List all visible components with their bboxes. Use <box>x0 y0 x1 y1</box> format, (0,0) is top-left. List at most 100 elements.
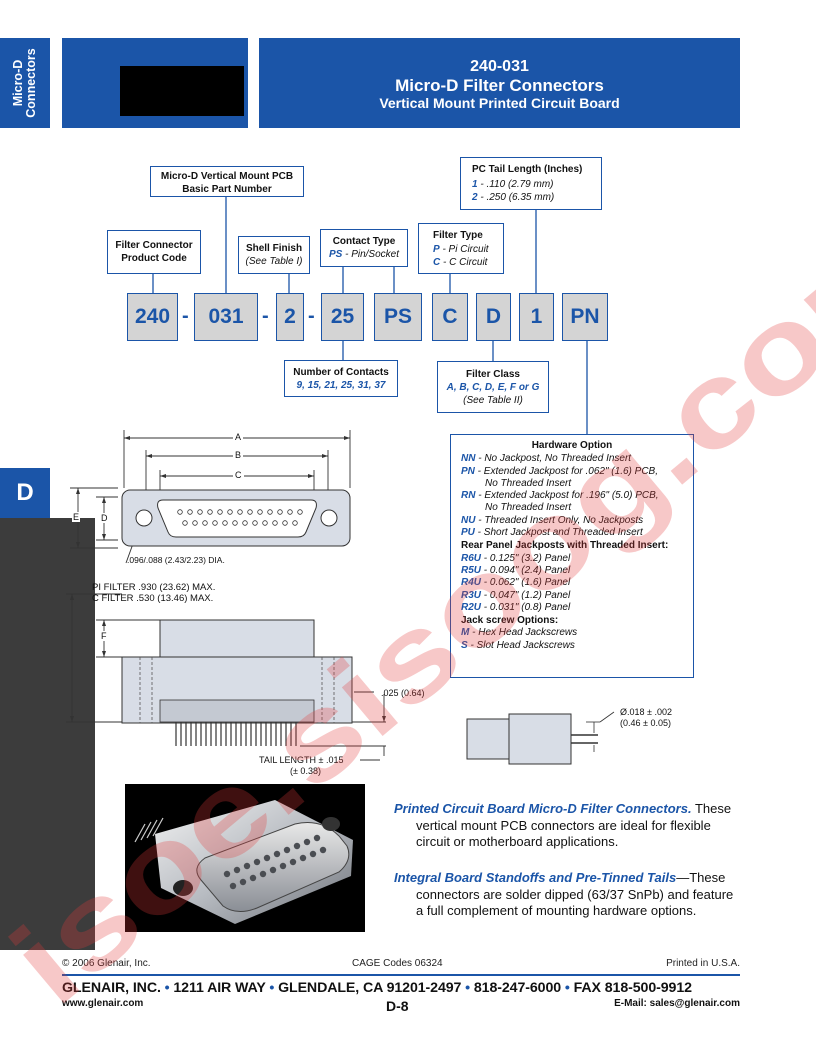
hardware-option-title: Hardware Option <box>531 440 613 451</box>
copyright: © 2006 Glenair, Inc. <box>62 958 151 969</box>
filter-type-text-c: - C Circuit <box>440 257 488 268</box>
pn-box-hardware: PN <box>562 293 608 341</box>
tail-length-code-1: 1 <box>472 179 478 190</box>
hardware-code: RN <box>461 490 476 502</box>
hardware-opt-r3u: R3U - 0.047" (1.2) Panel <box>461 590 683 602</box>
pn-box-product-code: 240 <box>127 293 178 341</box>
tail-length-text-2: - .250 (6.35 mm) <box>477 192 555 203</box>
company-contact-line: GLENAIR, INC. • 1211 AIR WAY • GLENDALE,… <box>62 980 740 996</box>
callout-shell-finish: Shell Finish (See Table I) <box>238 236 310 274</box>
pn-separator: - <box>262 305 269 327</box>
company-name: GLENAIR, INC. <box>62 980 161 996</box>
tail-length-tolerance: TAIL LENGTH ± .015 <box>259 755 344 765</box>
hardware-opt-s: S - Slot Head Jackscrews <box>461 640 683 652</box>
callout-contact-type: Contact Type PS - Pin/Socket <box>320 229 408 267</box>
hardware-opt-r6u: R6U - 0.125" (3.2) Panel <box>461 553 683 565</box>
dim-label-e: E <box>72 512 81 522</box>
hardware-opt-m: M - Hex Head Jackscrews <box>461 627 683 639</box>
pn-box-shell-finish: 2 <box>276 293 304 341</box>
bullet-separator: • <box>564 980 570 996</box>
connector-photo-illustration <box>134 800 353 924</box>
hardware-opt-r4u: R4U - 0.062" (1.6) Panel <box>461 577 683 589</box>
pin-diameter-mm: (0.46 ± 0.05) <box>620 718 671 728</box>
hardware-code: PU <box>461 527 475 539</box>
callout-basic-part-number: Micro-D Vertical Mount PCB Basic Part Nu… <box>150 166 304 197</box>
footer-rule <box>62 974 740 976</box>
description-paragraph-2: Integral Board Standoffs and Pre-Tinned … <box>394 870 744 920</box>
hardware-text: - Slot Head Jackscrews <box>467 639 575 651</box>
description-paragraph-1: Printed Circuit Board Micro-D Filter Con… <box>394 801 744 851</box>
hardware-opt-pu: PU - Short Jackpost and Threaded Insert <box>461 527 683 539</box>
page-title: Micro-D Filter Connectors <box>395 76 604 95</box>
hardware-jackscrew-title: Jack screw Options: <box>461 615 559 627</box>
bullet-separator: • <box>164 980 170 996</box>
c-filter-height: C FILTER .530 (13.46) MAX. <box>92 593 214 604</box>
hardware-code: S <box>461 639 468 651</box>
product-series-code: 240-031 <box>470 58 529 75</box>
hardware-opt-nu: NU - Threaded Insert Only, No Jackposts <box>461 515 683 527</box>
contact-type-code: PS <box>328 249 343 260</box>
callout-contacts-title: Number of Contacts <box>293 367 389 378</box>
callout-shell-finish-note: (See Table I) <box>245 256 303 267</box>
printed-in: Printed in U.S.A. <box>666 958 740 969</box>
hardware-text: - 0.094" (2.4) Panel <box>481 564 571 576</box>
callout-product-code: Filter Connector Product Code <box>107 230 201 274</box>
header-title-panel: 240-031 Micro-D Filter Connectors Vertic… <box>259 38 740 128</box>
company-phone: 818-247-6000 <box>473 980 562 996</box>
dim-label-c: C <box>233 470 244 480</box>
callout-filter-type: Filter Type P - Pi Circuit C - C Circuit <box>418 223 504 274</box>
hardware-text: - 0.031" (0.8) Panel <box>481 601 571 613</box>
website-link[interactable]: www.glenair.com <box>62 998 144 1009</box>
callout-number-of-contacts: Number of Contacts 9, 15, 21, 25, 31, 37 <box>284 360 398 397</box>
hardware-text: - Extended Jackpost for .062" (1.6) PCB, <box>474 465 658 477</box>
callout-product-code-title1: Filter Connector <box>115 240 193 251</box>
hardware-opt-r2u: R2U - 0.031" (0.8) Panel <box>461 602 683 614</box>
description-2-line2: connectors are solder dipped (63/37 SnPb… <box>416 886 734 902</box>
pin-diameter: Ø.018 ± .002 <box>620 707 672 717</box>
pn-separator: - <box>182 305 189 327</box>
hardware-code: NU <box>461 514 476 526</box>
pn-separator: - <box>308 305 315 327</box>
pn-box-basic-part: 031 <box>194 293 258 341</box>
tail-length-code-2: 2 <box>472 192 478 203</box>
hardware-text: - 0.125" (3.2) Panel <box>481 552 571 564</box>
callout-basic-title1: Micro-D Vertical Mount PCB <box>160 171 294 182</box>
dim-label-d: D <box>100 513 109 523</box>
company-address: 1211 AIR WAY <box>173 980 266 996</box>
filter-type-code-p: P <box>433 244 440 255</box>
hardware-opt-pn: PN - Extended Jackpost for .062" (1.6) P… <box>461 466 683 478</box>
pi-filter-height: PI FILTER .930 (23.62) MAX. <box>92 582 216 593</box>
description-2-lead: Integral Board Standoffs and Pre-Tinned … <box>394 870 677 885</box>
description-1-line1: These <box>691 801 732 816</box>
part-number-leader-lines <box>152 196 588 434</box>
dim-label-b: B <box>233 450 244 460</box>
contact-type-text: - Pin/Socket <box>342 249 400 260</box>
bullet-separator: • <box>465 980 471 996</box>
hardware-text: - 0.062" (1.6) Panel <box>481 577 571 589</box>
pn-box-contact-type: PS <box>374 293 422 341</box>
pn-box-tail-length: 1 <box>519 293 554 341</box>
hardware-rear-panel-title: Rear Panel Jackposts with Threaded Inser… <box>461 540 669 552</box>
callout-filter-class: Filter Class A, B, C, D, E, F or G (See … <box>437 361 549 413</box>
standoff-height: .025 (0.64) <box>381 688 425 698</box>
callout-filter-class-values: A, B, C, D, E, F or G <box>446 382 540 393</box>
filter-type-code-c: C <box>433 257 441 268</box>
callout-filter-type-title: Filter Type <box>433 230 483 241</box>
header-logo-panel <box>62 38 248 128</box>
hardware-text-cont: No Threaded Insert <box>485 477 572 489</box>
hardware-text: - No Jackpost, No Threaded Insert <box>475 453 632 465</box>
dim-label-a: A <box>233 432 244 442</box>
tail-length-text-1: - .110 (2.79 mm) <box>477 179 554 190</box>
callout-basic-title2: Basic Part Number <box>182 184 272 195</box>
pn-box-contacts: 25 <box>321 293 364 341</box>
email-link[interactable]: E-Mail: sales@glenair.com <box>614 998 740 1009</box>
section-side-bar <box>0 518 95 950</box>
callout-tail-length: PC Tail Length (Inches) 1 - .110 (2.79 m… <box>460 157 602 210</box>
callout-contact-type-title: Contact Type <box>332 236 396 247</box>
description-1-lead: Printed Circuit Board Micro-D Filter Con… <box>394 801 692 816</box>
page-subtitle: Vertical Mount Printed Circuit Board <box>379 95 620 111</box>
callout-shell-finish-title: Shell Finish <box>245 243 303 254</box>
hardware-opt-r5u: R5U - 0.094" (2.4) Panel <box>461 565 683 577</box>
dim-label-f: F <box>100 631 108 641</box>
connector-technical-drawing <box>66 430 615 765</box>
